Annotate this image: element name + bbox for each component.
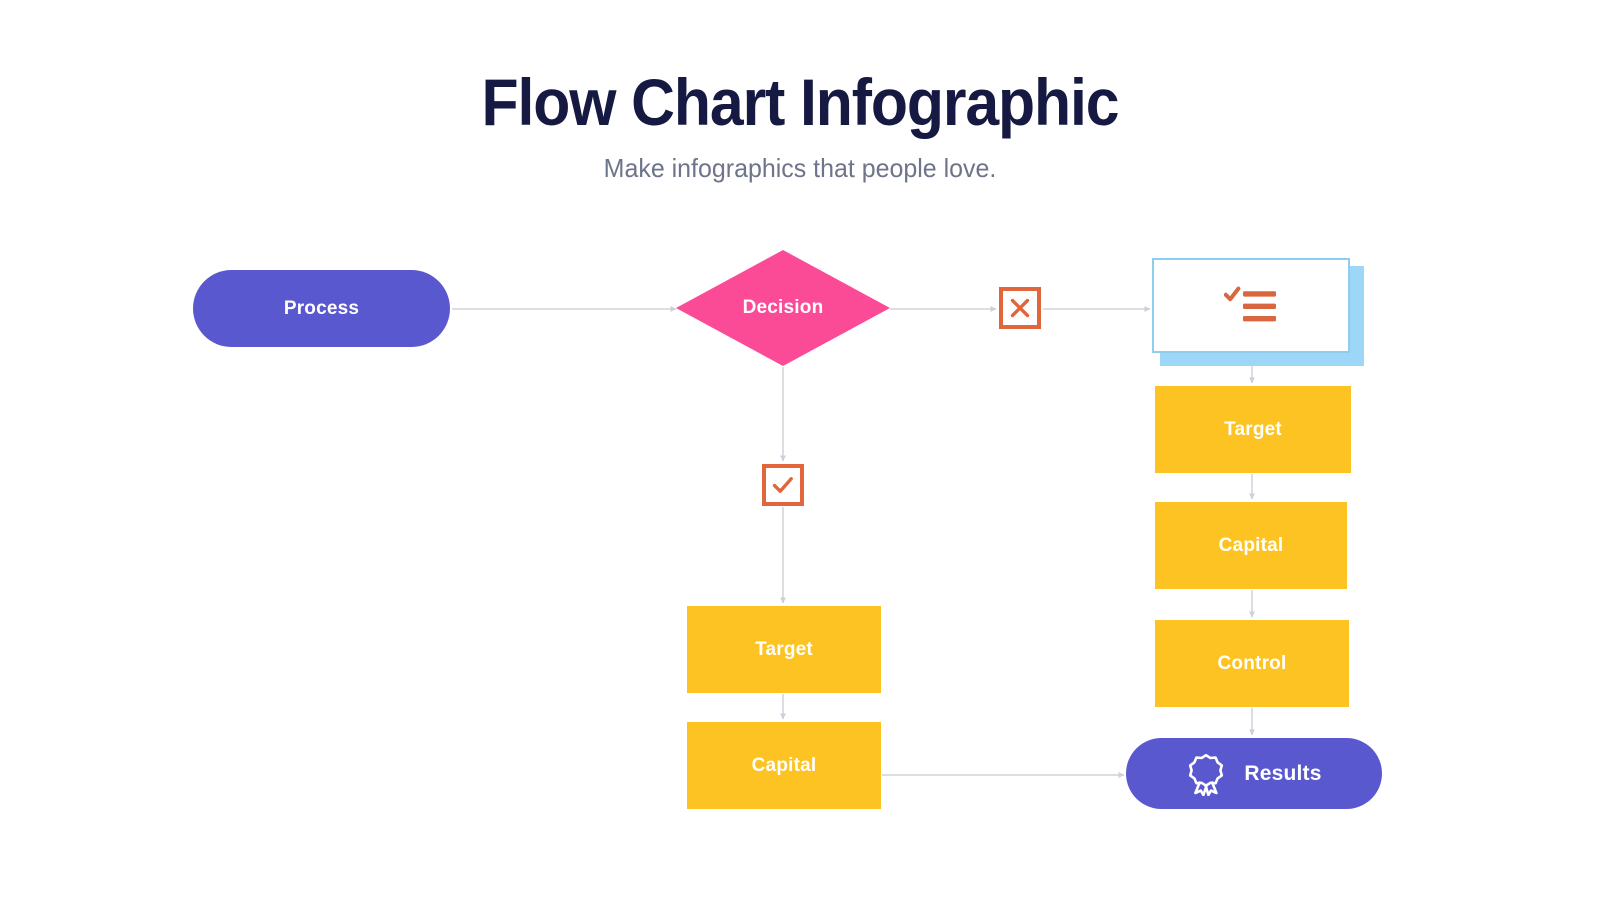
node-decision-label: Decision — [742, 297, 824, 318]
node-right-target[interactable]: Target — [1155, 386, 1351, 473]
node-results-label: Results — [1244, 761, 1322, 785]
node-mid-target-label: Target — [755, 638, 813, 660]
node-process[interactable]: Process — [193, 270, 450, 347]
checklist-icon — [1224, 286, 1276, 321]
node-results[interactable]: Results — [1126, 738, 1382, 809]
page-subtitle: Make infographics that people love. — [603, 153, 997, 183]
award-badge-icon — [1189, 753, 1224, 796]
check-marker[interactable] — [762, 464, 804, 506]
node-right-target-label: Target — [1224, 418, 1282, 440]
cross-icon — [1010, 298, 1030, 318]
node-decision[interactable]: Decision — [676, 250, 890, 366]
cross-marker[interactable] — [999, 287, 1041, 329]
node-right-control[interactable]: Control — [1155, 620, 1349, 707]
node-mid-capital-label: Capital — [751, 754, 817, 776]
node-mid-target[interactable]: Target — [687, 606, 881, 693]
check-icon — [772, 477, 793, 493]
node-right-control-label: Control — [1217, 652, 1287, 674]
node-checklist-document[interactable] — [1152, 258, 1364, 366]
node-right-capital[interactable]: Capital — [1155, 502, 1347, 589]
node-right-capital-label: Capital — [1218, 534, 1284, 556]
node-process-label: Process — [283, 297, 360, 319]
page-title: Flow Chart Infographic — [481, 65, 1120, 139]
card-face — [1152, 258, 1350, 353]
node-mid-capital[interactable]: Capital — [687, 722, 881, 809]
